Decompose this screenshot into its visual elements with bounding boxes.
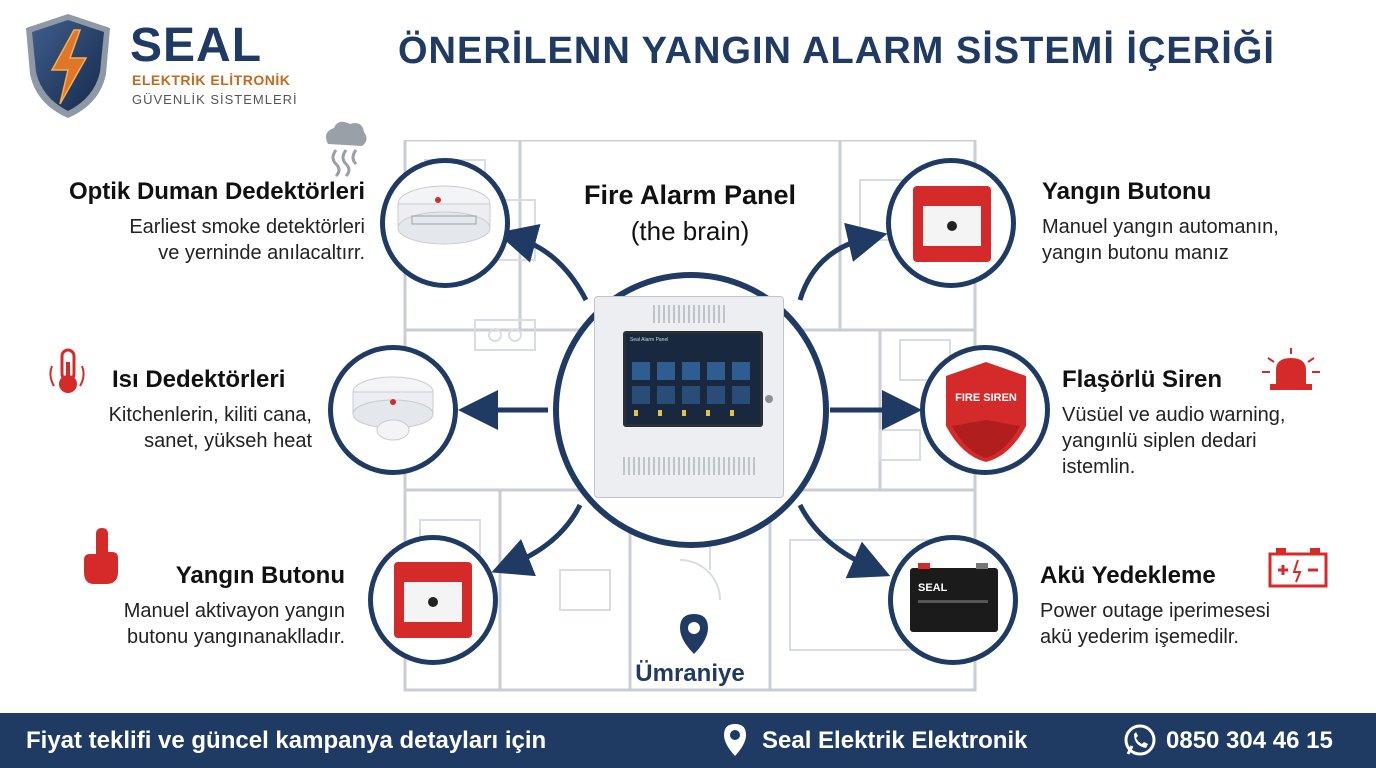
heat-detector-title: Isı Dedektörleri <box>112 366 286 393</box>
heat-detector-circle <box>328 345 458 475</box>
brand-name: SEAL <box>130 19 263 72</box>
smoke-detector-desc-line1: Earliest smoke detektörleri <box>129 216 365 238</box>
brand-subtitle: GÜVENLİK SİSTEMLERİ <box>132 92 298 107</box>
call-point-right-title: Yangın Butonu <box>1042 178 1212 205</box>
heat-detector-icon <box>352 376 434 441</box>
call-point-right-window <box>923 206 981 246</box>
battery-label: SEAL <box>918 582 948 594</box>
whatsapp-icon[interactable] <box>1122 722 1158 758</box>
panel-subtitle: (the brain) <box>630 216 750 246</box>
call-point-right-icon <box>913 186 991 262</box>
thermometer-icon <box>49 348 85 393</box>
call-point-left-dot <box>428 597 438 607</box>
smoke-detector-title: Optik Duman Dedektörleri <box>68 178 365 205</box>
smoke-detector-icon <box>397 185 491 245</box>
speaker-grill-bottom <box>623 457 757 475</box>
battery-icon: SEAL <box>910 563 998 632</box>
panel-status-leds <box>634 410 752 416</box>
battery-stripe <box>918 600 988 603</box>
heat-detector-desc-line1: Kitchenlerin, kiliti cana, <box>108 404 312 426</box>
panel-key-lock <box>765 395 773 403</box>
brand-tagline: ELEKTRİK ELİTRONİK <box>132 72 291 88</box>
panel-screen-tiles-row1 <box>632 362 754 380</box>
shield-logo-icon <box>26 14 110 118</box>
footer-bar <box>0 713 1376 768</box>
call-point-left-desc-line2: butonu yangınanaklladır. <box>127 626 345 648</box>
call-point-left-window <box>404 582 462 622</box>
siren-label: FIRE SIREN <box>955 392 1017 404</box>
location-pin-icon <box>680 614 708 654</box>
heat-detector-desc-line2: sanet, yükseh heat <box>144 430 312 452</box>
battery-title: Akü Yedekleme <box>1040 562 1216 589</box>
panel-screen-tiles-row2 <box>632 386 754 404</box>
battery-terminal-pos <box>918 563 930 569</box>
beacon-light-icon <box>1262 348 1320 390</box>
smoke-cloud-icon <box>326 121 367 178</box>
fire-siren-icon <box>946 362 1026 462</box>
footer-phone[interactable]: 0850 304 46 15 <box>1166 727 1333 754</box>
smoke-detector-desc-line2: ve yerninde anılacaltırr. <box>158 242 365 264</box>
hand-press-icon <box>84 528 118 584</box>
panel-title: Fire Alarm Panel <box>583 180 797 210</box>
car-battery-icon <box>1268 548 1328 588</box>
siren-desc-line1: Vüsüel ve audio warning, <box>1062 404 1286 426</box>
call-point-left-icon <box>394 562 472 638</box>
battery-desc-line1: Power outage iperimesesi <box>1040 600 1271 622</box>
fire-alarm-panel: Seal Alarm Panel <box>594 296 784 498</box>
connection-arrows <box>458 222 922 579</box>
page-title: ÖNERİLENN YANGIN ALARM SİSTEMİ İÇERİĞİ <box>398 30 1275 72</box>
panel-screen-header: Seal Alarm Panel <box>630 337 669 343</box>
battery-terminal-neg <box>976 563 988 569</box>
footer-cta: Fiyat teklifi ve güncel kampanya detayla… <box>26 727 547 754</box>
siren-desc-line3: istemlin. <box>1062 456 1136 478</box>
siren-desc-line2: yangınlü siplen dedari <box>1062 430 1257 452</box>
location-label: Ümraniye <box>635 660 745 687</box>
siren-title: Flaşörlü Siren <box>1062 366 1223 393</box>
footer-location-icon <box>724 724 746 756</box>
call-point-right-desc-line1: Manuel yangın automanın, <box>1042 216 1279 238</box>
speaker-grill-top <box>653 305 727 323</box>
call-point-right-desc-line2: yangın butonu manız <box>1042 242 1229 264</box>
call-point-left-title: Yangın Butonu <box>175 562 345 589</box>
footer-company[interactable]: Seal Elektrik Elektronik <box>762 727 1028 754</box>
panel-screen[interactable]: Seal Alarm Panel <box>623 331 763 427</box>
call-point-left-desc-line1: Manuel aktivayon yangın <box>123 600 345 622</box>
battery-desc-line2: akü yederim işemedilr. <box>1040 626 1239 648</box>
call-point-right-dot <box>947 221 957 231</box>
